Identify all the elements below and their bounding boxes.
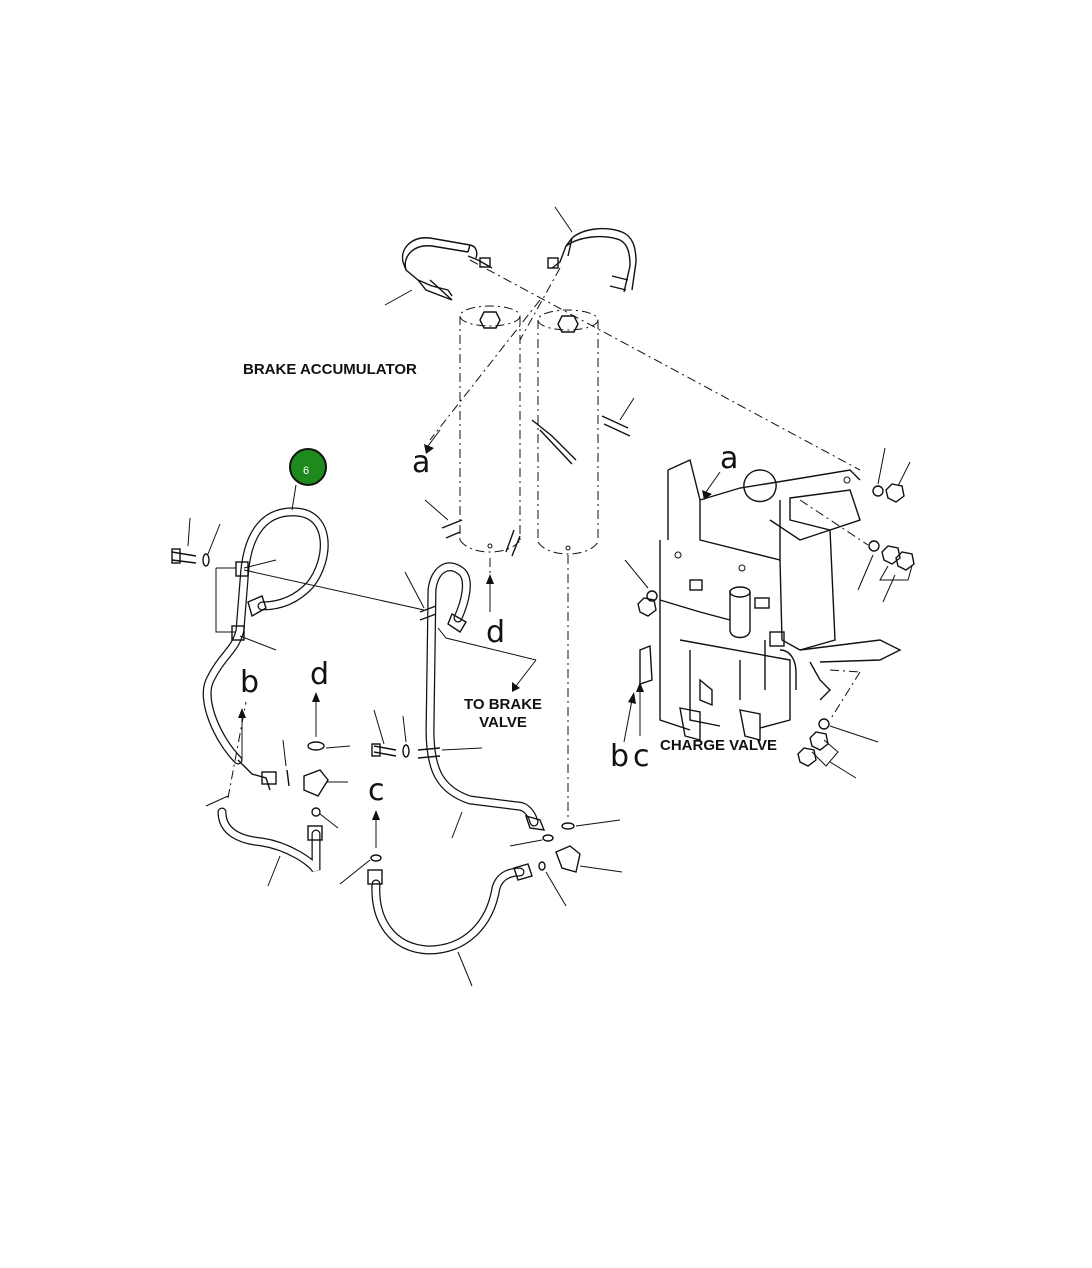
- callout-leader: [291, 484, 297, 511]
- leader-line: [402, 715, 407, 743]
- leader-line: [457, 951, 473, 987]
- arrow-head: [702, 490, 712, 500]
- leader-line: [545, 871, 567, 907]
- leader-line: [207, 523, 221, 555]
- centerline: [429, 299, 541, 441]
- ref-letter-a-right: a: [720, 441, 738, 476]
- centerline: [799, 499, 869, 546]
- bolt-washer-center: [371, 743, 410, 758]
- leader-bracket: [215, 567, 236, 633]
- arrow-head: [238, 708, 246, 718]
- leader-line: [575, 819, 621, 827]
- arrow-head: [372, 810, 380, 820]
- brake-hose-lower-left: [217, 807, 323, 873]
- leader-line: [897, 461, 911, 487]
- leader-bracket: [879, 565, 913, 581]
- leader-line: [829, 725, 879, 743]
- arrow-head: [312, 692, 320, 702]
- ref-letter-a-left: a: [412, 445, 430, 480]
- leader-line: [857, 554, 874, 591]
- to-brake-valve-label-line2: VALVE: [479, 714, 527, 731]
- fittings-bottom-right: [538, 822, 581, 873]
- leader-line: [424, 499, 449, 521]
- leader-line: [239, 635, 277, 651]
- leader-line: [619, 397, 635, 421]
- leader-line: [384, 289, 413, 306]
- leader-line: [319, 813, 339, 829]
- arrow-shaft: [705, 471, 721, 493]
- arrow-shaft: [427, 429, 441, 447]
- leader-line: [451, 811, 463, 839]
- leader-line: [624, 559, 649, 589]
- ref-letter-b-right: b: [610, 739, 629, 774]
- bolt-washer-left: [171, 548, 210, 567]
- fittings-middle: [286, 741, 329, 817]
- accumulator-clamp-right: [547, 227, 637, 293]
- centerline: [829, 671, 861, 721]
- leader-line: [339, 859, 371, 885]
- leader-line: [205, 795, 229, 807]
- ref-letter-c-right: c: [633, 739, 650, 774]
- arrow-head: [424, 444, 434, 454]
- brake-accumulator-label: BRAKE ACCUMULATOR: [243, 361, 417, 378]
- ref-letter-d-upper: d: [310, 657, 329, 692]
- ref-letter-d-lower: d: [486, 615, 505, 650]
- leader-line: [404, 571, 425, 609]
- leader-line: [509, 839, 543, 847]
- leader-line: [579, 865, 623, 873]
- centerline: [829, 669, 861, 673]
- o-ring: [370, 854, 382, 862]
- ref-letter-b-left: b: [240, 665, 259, 700]
- ref-letter-c-mid: c: [368, 773, 385, 808]
- leader-line: [877, 447, 886, 485]
- brake-hose-center: [417, 562, 546, 831]
- brake-hose-bottom: [367, 863, 533, 955]
- arrow-head: [636, 682, 644, 692]
- arrow-head: [486, 574, 494, 584]
- leader-line: [829, 761, 857, 779]
- callout-6: 6: [289, 448, 327, 486]
- leader-line: [187, 517, 191, 547]
- callout-number: 6: [303, 465, 309, 477]
- accumulator-cylinder-right: [537, 309, 599, 555]
- leader-line: [243, 569, 425, 611]
- arrow-shaft: [623, 699, 633, 743]
- leader-line: [325, 745, 351, 749]
- centerline: [519, 267, 561, 341]
- charge-valve-assembly: [639, 459, 902, 741]
- leader-line: [554, 206, 573, 233]
- leader-line: [882, 574, 896, 603]
- arrow-head: [512, 682, 520, 692]
- leader-bracket: [811, 739, 839, 767]
- to-brake-valve-label-line1: TO BRAKE: [464, 696, 542, 713]
- centerline: [469, 259, 861, 471]
- arrow-head: [628, 692, 636, 704]
- leader-line: [373, 709, 385, 745]
- nuts-washers-right: [637, 483, 915, 767]
- cylinder-clamp-bolts: [441, 415, 631, 557]
- brake-hose-left: [202, 507, 329, 791]
- arrow-shaft: [515, 659, 537, 687]
- leader-line: [441, 747, 483, 751]
- charge-valve-label: CHARGE VALVE: [660, 737, 777, 754]
- leader-line: [243, 559, 277, 569]
- accumulator-clamp-left: [401, 237, 493, 301]
- leader-line: [267, 855, 281, 887]
- leader-line: [437, 627, 537, 661]
- accumulator-cylinder-left: [459, 305, 521, 553]
- leader-line: [282, 739, 287, 767]
